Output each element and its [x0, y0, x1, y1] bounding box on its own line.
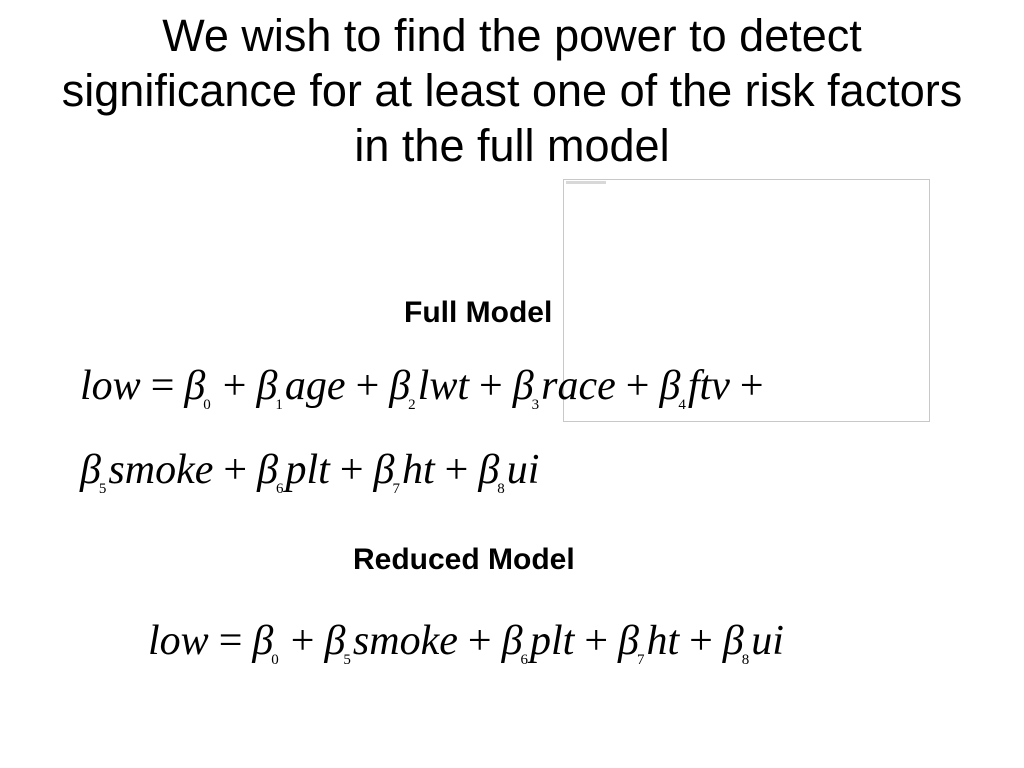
term-variable: smoke	[108, 447, 214, 493]
beta-subscript: 7	[392, 481, 400, 497]
plus-sign: +	[222, 363, 247, 409]
equals-sign: =	[150, 363, 175, 409]
beta-subscript: 8	[741, 652, 750, 668]
placeholder-caption-mark	[566, 181, 606, 184]
term-variable: ui	[506, 447, 540, 493]
plus-sign: +	[739, 363, 764, 409]
plus-sign: +	[339, 447, 364, 493]
beta-subscript: 8	[497, 481, 505, 497]
beta-subscript: 7	[636, 652, 645, 668]
full-model-label: Full Model	[404, 296, 553, 329]
beta-symbol: β	[659, 363, 681, 409]
beta-symbol: β	[501, 618, 523, 664]
beta-symbol: β	[618, 618, 639, 664]
plus-sign: +	[290, 618, 315, 664]
reduced-model-label: Reduced Model	[353, 543, 575, 576]
beta-subscript: 2	[408, 397, 416, 413]
beta-subscript: 4	[678, 397, 686, 413]
slide-title: We wish to find the power to detect sign…	[61, 10, 963, 171]
full-model-equation-line-2: β5smoke+β6plt+β7ht+β8ui	[80, 446, 539, 498]
term-variable: ht	[646, 618, 680, 664]
plus-sign: +	[444, 447, 469, 493]
plus-sign: +	[467, 618, 492, 664]
term-variable: ui	[751, 618, 784, 664]
term-variable: age	[284, 363, 346, 409]
beta-symbol: β	[389, 363, 411, 409]
plus-sign: +	[689, 618, 713, 664]
plus-sign: +	[625, 363, 650, 409]
response-variable: low	[80, 363, 141, 409]
beta-subscript: 6	[520, 652, 528, 668]
beta-symbol: β	[256, 363, 278, 409]
plus-sign: +	[584, 618, 609, 664]
equals-sign: =	[218, 618, 243, 664]
term-variable: race	[541, 363, 616, 409]
beta-subscript: 5	[98, 481, 107, 497]
beta-symbol: β	[373, 447, 395, 493]
beta-symbol: β	[512, 363, 534, 409]
plus-sign: +	[479, 363, 503, 409]
term-variable: lwt	[417, 363, 470, 409]
beta-symbol: β	[184, 363, 206, 409]
term-variable: plt	[529, 618, 575, 664]
term-variable: smoke	[352, 618, 458, 664]
beta-symbol: β	[257, 447, 278, 493]
full-model-equation-line-1: low=β0+β1age+β2lwt+β3race+β4ftv+	[80, 362, 774, 414]
beta-symbol: β	[478, 447, 500, 493]
beta-symbol: β	[324, 618, 346, 664]
beta-subscript: 5	[343, 652, 351, 668]
plus-sign: +	[355, 363, 380, 409]
term-variable: plt	[285, 447, 330, 493]
term-variable: ht	[401, 447, 435, 493]
image-placeholder	[563, 179, 930, 422]
response-variable: low	[148, 618, 209, 664]
beta-subscript: 6	[276, 481, 284, 497]
reduced-model-equation: low=β0+β5smoke+β6plt+β7ht+β8ui	[148, 617, 784, 669]
beta-subscript: 0	[271, 652, 279, 668]
beta-symbol: β	[252, 618, 274, 664]
beta-symbol: β	[722, 618, 744, 664]
beta-symbol: β	[80, 447, 101, 493]
beta-subscript: 3	[531, 397, 540, 413]
plus-sign: +	[223, 447, 248, 493]
term-variable: ftv	[687, 363, 730, 409]
beta-subscript: 0	[203, 397, 211, 413]
beta-subscript: 1	[275, 397, 283, 413]
